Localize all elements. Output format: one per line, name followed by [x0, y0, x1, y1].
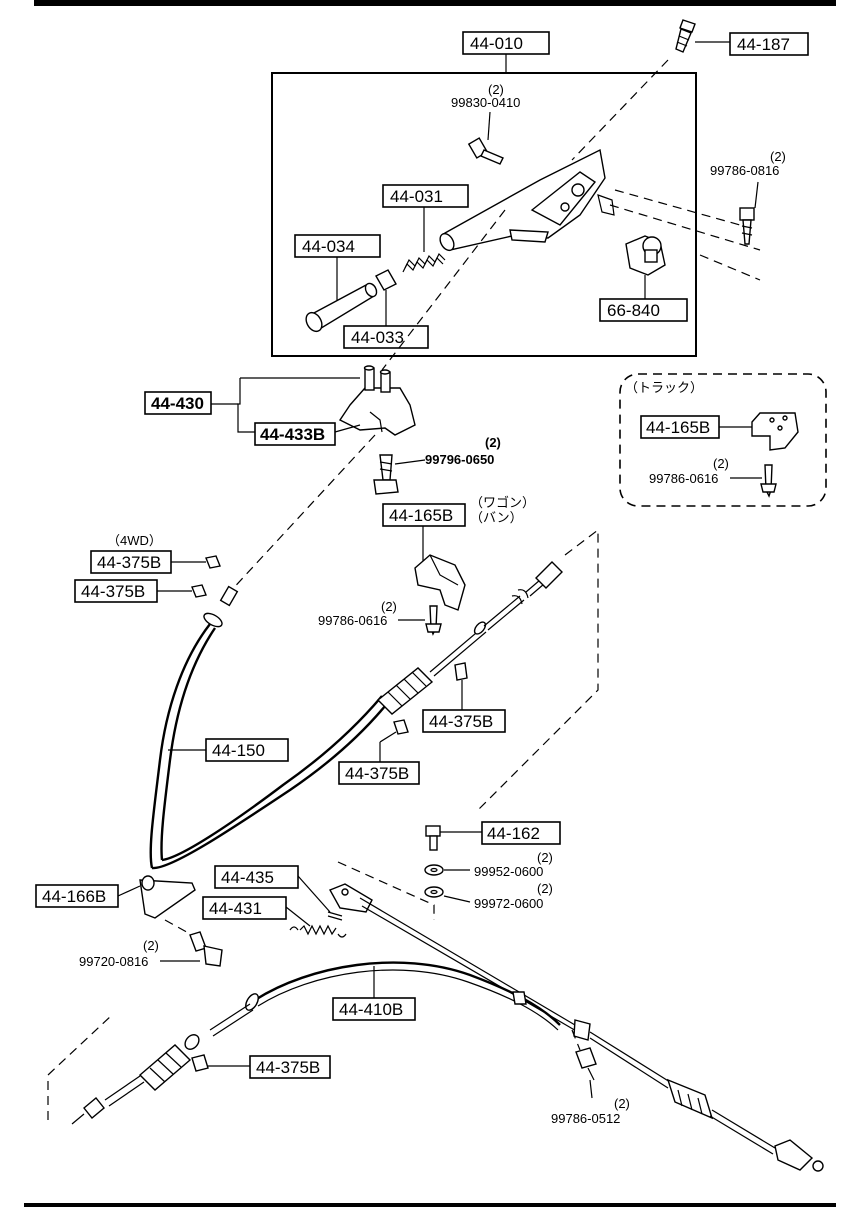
clip-44-375B-b: [191, 584, 207, 598]
svg-text:(2): (2): [485, 435, 501, 450]
label-44-433B[interactable]: 44-433B: [254, 422, 336, 446]
label-44-010[interactable]: 44-010: [462, 31, 550, 55]
label-44-375B-d[interactable]: 44-375B: [338, 761, 420, 785]
pin-44-162: [425, 825, 441, 851]
svg-text:44-410B: 44-410B: [339, 1000, 403, 1019]
svg-text:99796-0650: 99796-0650: [425, 452, 494, 467]
clip-44-375B-d: [393, 719, 409, 735]
switch-66-840: [625, 235, 666, 276]
svg-text:44-375B: 44-375B: [81, 582, 145, 601]
label-44-150[interactable]: 44-150: [205, 738, 289, 762]
svg-text:(2): (2): [488, 82, 504, 97]
svg-text:44-150: 44-150: [212, 741, 265, 760]
label-44-165B-wagon[interactable]: 44-165B: [382, 503, 466, 527]
label-44-187[interactable]: 44-187: [729, 32, 809, 56]
lever-assembly-frame: [271, 72, 697, 357]
svg-text:44-010: 44-010: [470, 34, 523, 53]
label-44-033[interactable]: 44-033: [343, 325, 429, 349]
svg-text:44-033: 44-033: [351, 328, 404, 347]
spring-44-431: [289, 924, 347, 938]
svg-text:（ワゴン）: （ワゴン）: [470, 495, 535, 510]
bolt-99796-0650: [373, 454, 399, 495]
svg-text:99720-0816: 99720-0816: [79, 954, 148, 969]
label-44-375B-c[interactable]: 44-375B: [422, 709, 506, 733]
bracket-wagon: [414, 554, 466, 611]
bolt-99786-0512: [575, 1047, 597, 1081]
svg-text:99786-0816: 99786-0816: [710, 163, 779, 178]
svg-text:(2): (2): [713, 456, 729, 471]
spring-44-031: [402, 252, 446, 273]
svg-text:99786-0512: 99786-0512: [551, 1111, 620, 1126]
label-44-166B[interactable]: 44-166B: [35, 884, 119, 908]
svg-text:（トラック）: （トラック）: [625, 380, 703, 395]
svg-text:99972-0600: 99972-0600: [474, 896, 543, 911]
svg-text:(2): (2): [614, 1096, 630, 1111]
bottom-rule: [24, 1203, 836, 1207]
svg-text:99830-0410: 99830-0410: [451, 95, 520, 110]
label-44-034[interactable]: 44-034: [294, 234, 381, 258]
cable-44-410B: [71, 897, 824, 1172]
svg-text:(2): (2): [381, 599, 397, 614]
svg-text:44-433B: 44-433B: [260, 425, 325, 444]
svg-text:44-375B: 44-375B: [345, 764, 409, 783]
svg-text:99952-0600: 99952-0600: [474, 864, 543, 879]
bracket-44-166B: [139, 875, 196, 919]
bolt-99830-0410: [467, 137, 504, 165]
bolt-99786-0816: [739, 207, 755, 245]
svg-text:66-840: 66-840: [607, 301, 660, 320]
svg-text:44-187: 44-187: [737, 35, 790, 54]
washer-99952-0600: [424, 864, 444, 876]
svg-text:99786-0616: 99786-0616: [318, 613, 387, 628]
label-44-375B-e[interactable]: 44-375B: [249, 1055, 331, 1079]
clip-44-375B-e: [191, 1054, 209, 1072]
svg-text:44-165B: 44-165B: [646, 418, 710, 437]
cable-44-150: [149, 561, 563, 870]
svg-text:(2): (2): [537, 881, 553, 896]
label-44-430[interactable]: 44-430: [144, 391, 212, 415]
equalizer: [329, 883, 373, 913]
bolt-44-187: [675, 19, 696, 53]
svg-text:44-165B: 44-165B: [389, 506, 453, 525]
grip-44-034: [305, 282, 378, 333]
label-44-375B-a[interactable]: 44-375B: [90, 550, 172, 574]
svg-text:(2): (2): [143, 938, 159, 953]
svg-text:(2): (2): [537, 850, 553, 865]
svg-text:44-375B: 44-375B: [256, 1058, 320, 1077]
hand-brake-lever: [439, 148, 615, 252]
truck-variant-frame: [619, 373, 827, 507]
svg-text:44-162: 44-162: [487, 824, 540, 843]
svg-text:44-166B: 44-166B: [42, 887, 106, 906]
label-44-165B-truck[interactable]: 44-165B: [640, 415, 720, 439]
label-44-431[interactable]: 44-431: [202, 896, 287, 920]
svg-text:44-031: 44-031: [390, 187, 443, 206]
label-44-435[interactable]: 44-435: [214, 865, 299, 889]
svg-text:（バン）: （バン）: [470, 510, 523, 525]
label-44-031[interactable]: 44-031: [382, 184, 469, 208]
button-44-033: [375, 269, 397, 291]
svg-text:44-375B: 44-375B: [429, 712, 493, 731]
svg-text:44-375B: 44-375B: [97, 553, 161, 572]
label-44-410B[interactable]: 44-410B: [332, 997, 416, 1021]
bracket-truck: [751, 412, 799, 451]
top-rule: [34, 0, 836, 6]
svg-text:44-430: 44-430: [151, 394, 204, 413]
bracket-44-430: [338, 365, 416, 436]
pin-44-435: [327, 911, 343, 921]
label-44-375B-b[interactable]: 44-375B: [74, 579, 158, 603]
clip-44-375B-c: [454, 662, 468, 681]
screw-99786-0616: [425, 605, 442, 636]
svg-text:（4WD）: （4WD）: [107, 533, 162, 548]
label-66-840[interactable]: 66-840: [599, 298, 688, 322]
label-44-162[interactable]: 44-162: [481, 821, 561, 845]
bolt-99720-0816: [189, 931, 223, 967]
svg-text:44-034: 44-034: [302, 237, 355, 256]
svg-text:99786-0616: 99786-0616: [649, 471, 718, 486]
clip-44-375B-a: [205, 555, 221, 569]
svg-text:44-431: 44-431: [209, 899, 262, 918]
svg-text:(2): (2): [770, 149, 786, 164]
screw-99786-0616-truck: [760, 464, 777, 498]
svg-text:44-435: 44-435: [221, 868, 274, 887]
washer-99972-0600: [424, 886, 444, 898]
